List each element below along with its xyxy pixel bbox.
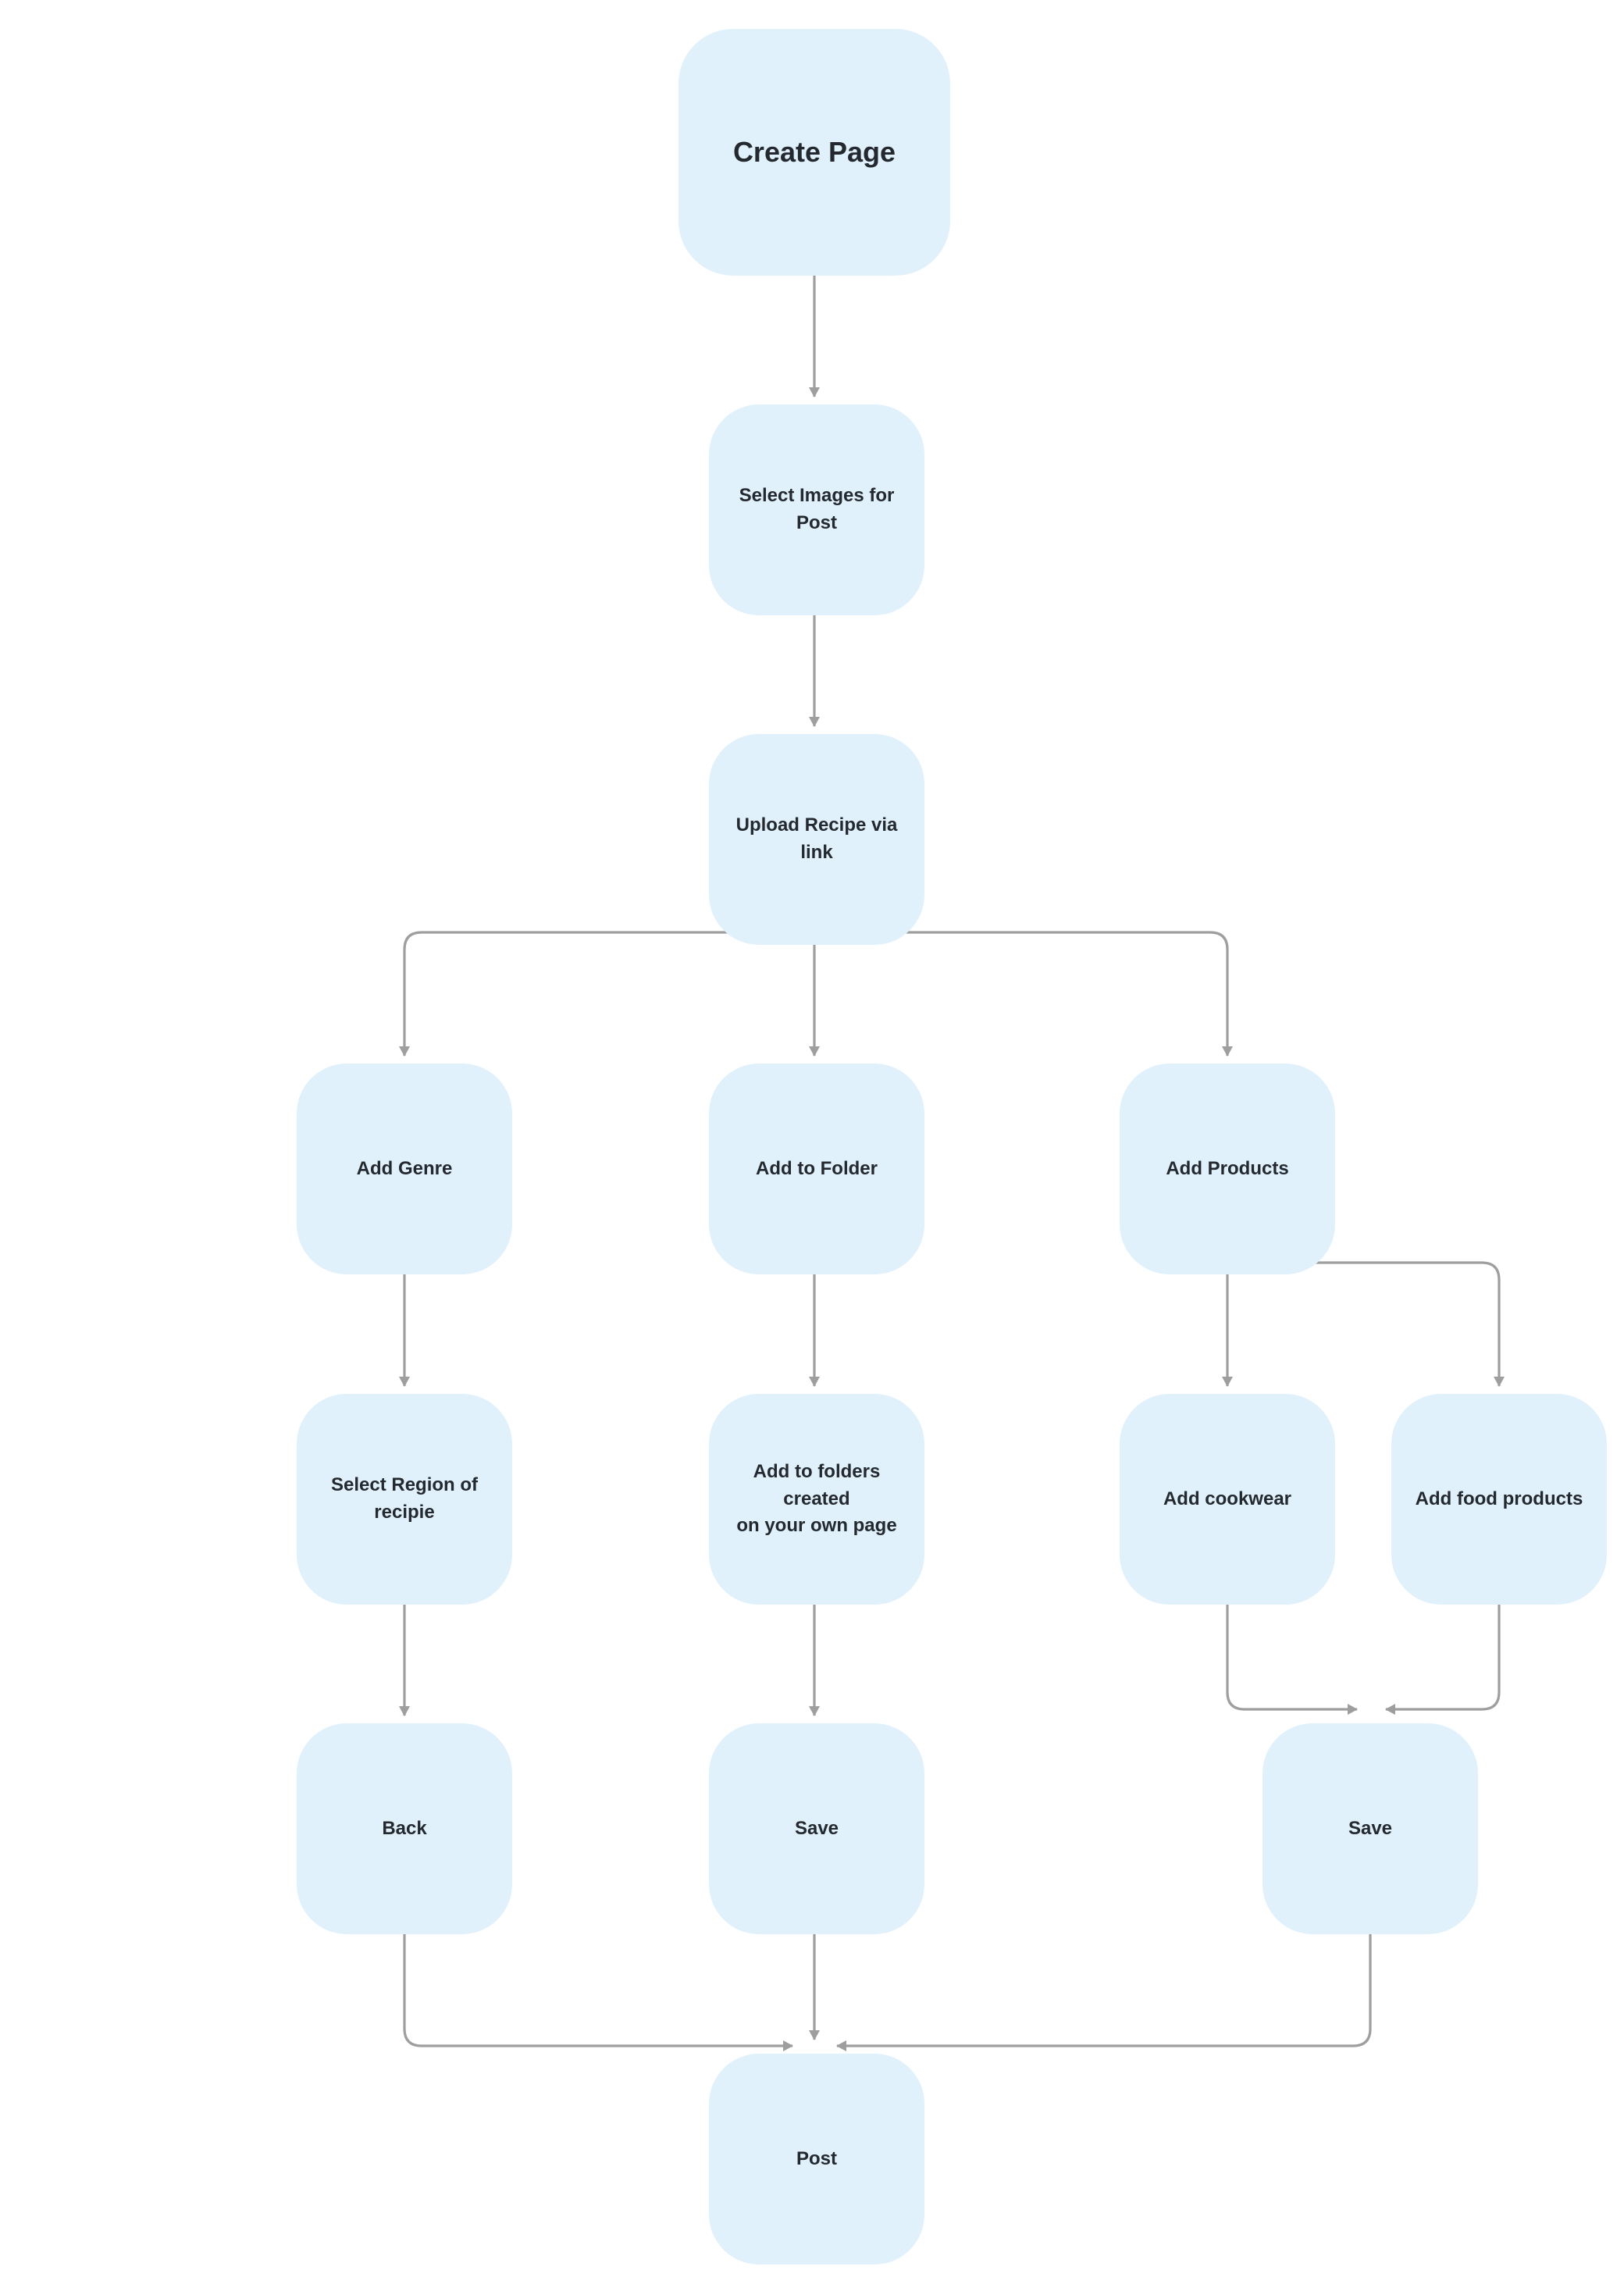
node-label-add-cookwear: Add cookwear xyxy=(1163,1488,1292,1509)
node-label-select-region-of-recipie: Select Region of recipie xyxy=(330,1474,479,1523)
node-select-region-of-recipie[interactable]: Select Region of recipie xyxy=(297,1394,512,1605)
node-label-select-images-for-post: Select Images for Post xyxy=(739,485,895,533)
node-label-post: Post xyxy=(796,2147,837,2169)
node-upload-recipe-via-link[interactable]: Upload Recipe via link xyxy=(709,734,924,945)
node-label-save-products: Save xyxy=(1348,1817,1393,1839)
node-label-add-to-folders-created-on-your-own-page: Add to folders created on your own page xyxy=(736,1460,897,1537)
node-label-upload-recipe-via-link: Upload Recipe via link xyxy=(735,814,898,863)
node-save-products[interactable]: Save xyxy=(1263,1723,1478,1934)
node-select-images-for-post[interactable]: Select Images for Post xyxy=(709,404,924,615)
node-add-products[interactable]: Add Products xyxy=(1120,1064,1335,1274)
node-add-food-products[interactable]: Add food products xyxy=(1391,1394,1607,1605)
node-label-back: Back xyxy=(382,1817,427,1839)
edge-upload-recipe-to-add-products xyxy=(814,931,1233,1057)
edge-save-products-to-post xyxy=(836,1934,1372,2051)
edge-upload-recipe-to-add-genre xyxy=(399,931,816,1057)
node-post[interactable]: Post xyxy=(709,2054,924,2265)
node-label-add-products: Add Products xyxy=(1166,1157,1289,1179)
node-label-add-food-products: Add food products xyxy=(1415,1488,1583,1509)
node-back[interactable]: Back xyxy=(297,1723,512,1934)
node-label-create-page: Create Page xyxy=(732,135,896,168)
edge-add-products-to-add-food-products xyxy=(1227,1261,1505,1387)
node-add-genre[interactable]: Add Genre xyxy=(297,1064,512,1274)
edge-add-cookwear-to-save-products xyxy=(1226,1605,1358,1715)
edge-add-food-products-to-save-products xyxy=(1385,1605,1501,1715)
edge-back-to-post xyxy=(403,1934,793,2051)
node-label-save-folder: Save xyxy=(794,1817,839,1839)
node-add-to-folder[interactable]: Add to Folder xyxy=(709,1064,924,1274)
node-label-add-genre: Add Genre xyxy=(356,1157,453,1179)
node-add-cookwear[interactable]: Add cookwear xyxy=(1120,1394,1335,1605)
node-save-folder[interactable]: Save xyxy=(709,1723,924,1934)
node-add-to-folders-created-on-your-own-page[interactable]: Add to folders created on your own page xyxy=(709,1394,924,1605)
node-create-page[interactable]: Create Page xyxy=(678,29,950,276)
node-label-add-to-folder: Add to Folder xyxy=(756,1157,878,1179)
